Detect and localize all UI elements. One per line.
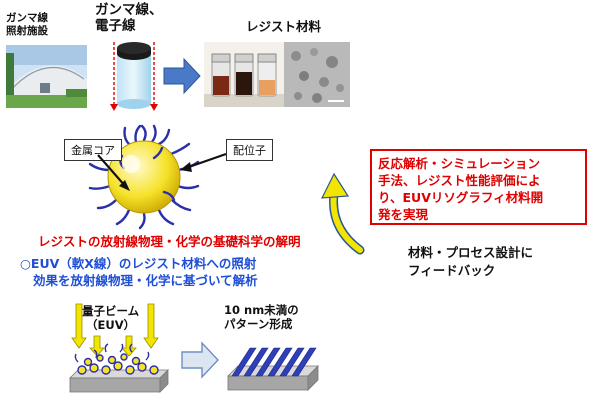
radiation-label: ガンマ線、 電子線: [95, 2, 163, 34]
resist-label: レジスト材料: [246, 19, 322, 34]
feedback-text: 材料・プロセス設計に フィードバック: [408, 245, 534, 278]
feedback-arrow-icon: [320, 172, 365, 255]
irradiated-sample: [110, 42, 158, 111]
facility-photo: [6, 45, 87, 108]
ligand-callout: 配位子: [226, 139, 273, 161]
callout-pointer-core: [97, 154, 130, 191]
arrow-right-icon: [163, 57, 201, 95]
pattern-label: 10 nm未満の パターン形成: [224, 303, 299, 331]
research-title: レジストの放射線物理・化学の基礎科学の解明: [38, 234, 301, 249]
nanoparticle-diagram: [88, 124, 200, 230]
line-pattern-diagram: [227, 347, 319, 391]
metal-core-callout: 金属コア: [64, 139, 122, 161]
callout-pointer-ligand: [180, 152, 227, 172]
euv-irradiation-diagram: [69, 303, 169, 393]
quantum-beam-label: 量子ビーム （EUV）: [82, 304, 140, 332]
achievement-box: 反応解析・シミュレーション 手法、レジスト性能評価によ り、EUVリソグラフィ材…: [370, 149, 587, 225]
research-description: ○EUV（軟X線）のレジスト材料への照射 効果を放射線物理・化学に基づいて解析: [20, 256, 258, 288]
facility-label: ガンマ線 照射施設: [6, 12, 48, 37]
arrow-right-icon-bottom: [181, 341, 219, 379]
resist-vials-photo: [204, 42, 284, 107]
tem-image: [284, 42, 350, 107]
